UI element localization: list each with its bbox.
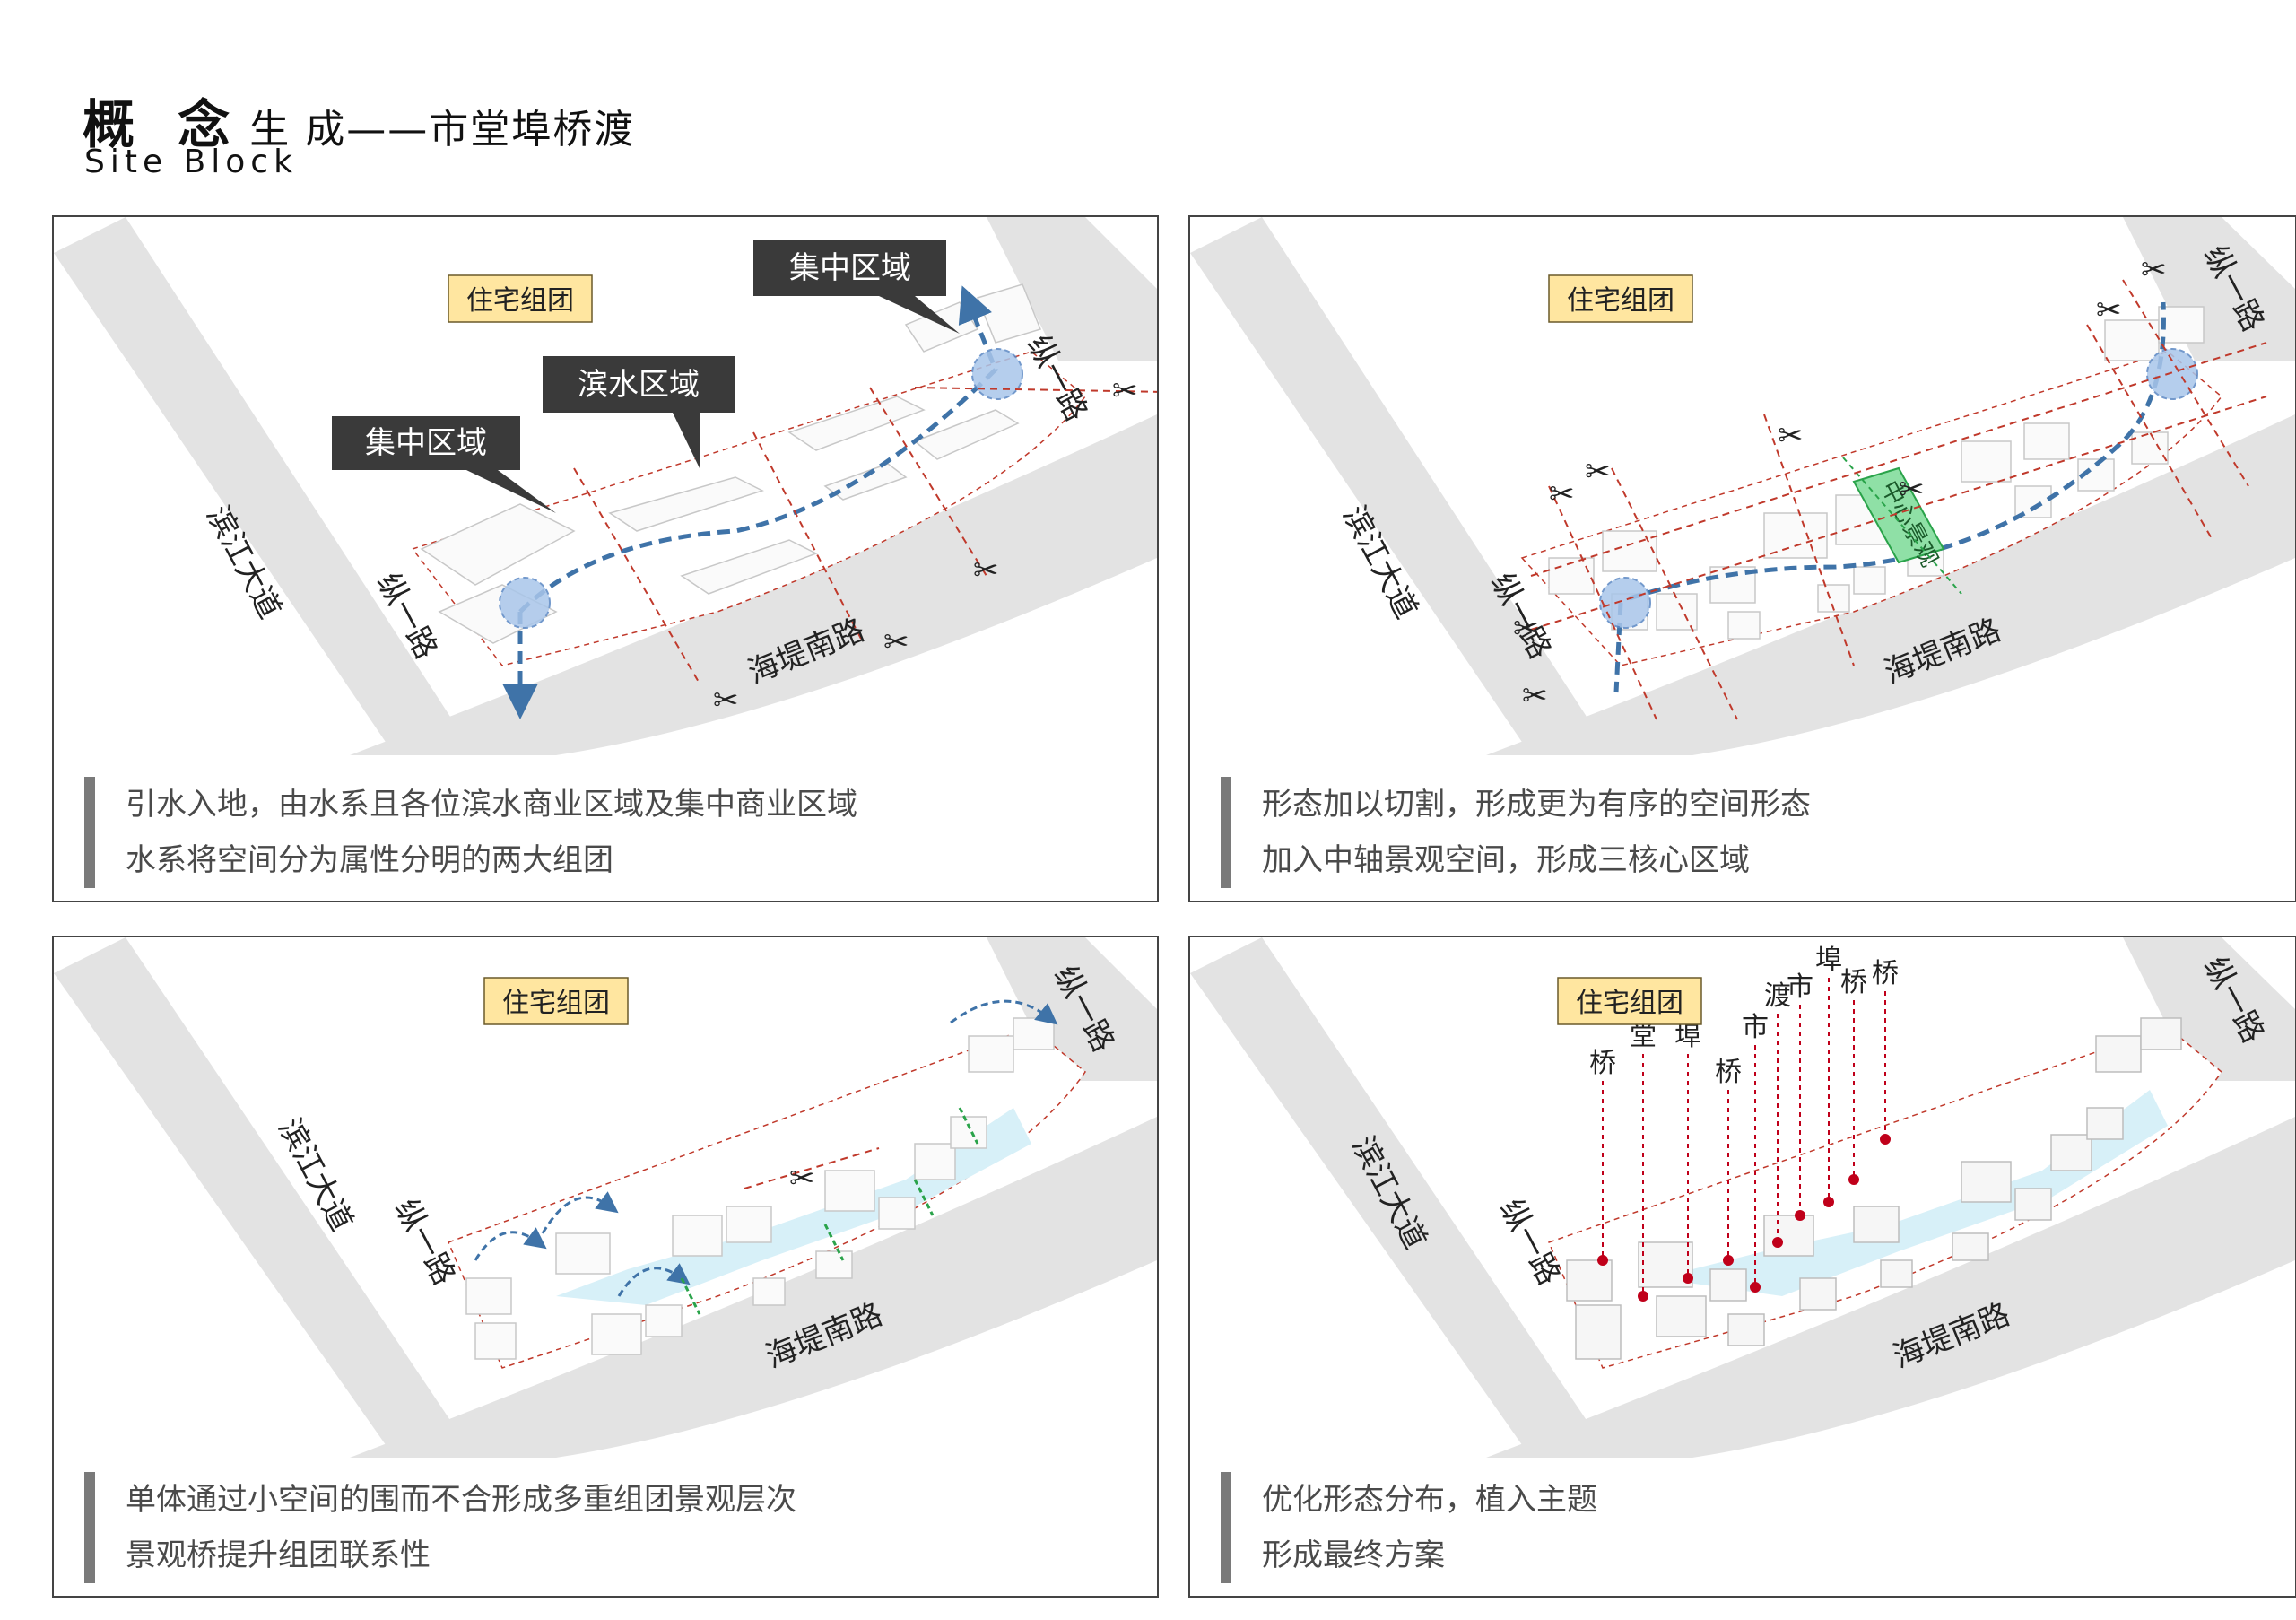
scissors-icon: ✂ ✂ ✂ ✂	[713, 373, 1138, 719]
caption-2: 形态加以切割，形成更为有序的空间形态 加入中轴景观空间，形成三核心区域	[1221, 777, 1811, 888]
svg-text:桥: 桥	[1872, 958, 1899, 989]
svg-text:✂: ✂	[2096, 292, 2122, 328]
svg-text:✂: ✂	[1585, 454, 1611, 490]
title-rest: 生 成——市堂埠桥渡	[249, 107, 636, 152]
caption-3: 单体通过小空间的围而不合形成多重组团景观层次 景观桥提升组团联系性	[84, 1472, 796, 1583]
site-diagram-1: ✂ ✂ ✂ ✂ 滨江大道 纵一路 纵一路 海堤南路 住宅组团 集中区域 滨水区域…	[54, 217, 1157, 755]
svg-text:✂: ✂	[1513, 611, 1539, 647]
buildings	[1566, 1017, 2182, 1360]
label-residential: 住宅组团	[466, 285, 574, 317]
svg-text:滨水区域: 滨水区域	[578, 367, 700, 403]
site-diagram-3: ✂ 滨江大道 纵一路 纵一路 海堤南路 住宅组团	[54, 937, 1157, 1458]
theme-markers: 桥 堂 埠 桥 市 渡 市 埠 桥 桥	[1589, 945, 1899, 1302]
caption-4: 优化形态分布，植入主题 形成最终方案	[1221, 1472, 1597, 1583]
site-boundary	[411, 351, 1087, 666]
svg-text:✂: ✂	[1899, 472, 1925, 508]
svg-text:✂: ✂	[883, 624, 909, 660]
caption-line: 景观桥提升组团联系性	[126, 1537, 430, 1573]
svg-text:埠: 埠	[1815, 945, 1842, 976]
cut-lines	[573, 387, 1157, 684]
caption-line: 优化形态分布，植入主题	[1262, 1482, 1597, 1518]
caption-line: 形成最终方案	[1262, 1537, 1445, 1573]
svg-text:集中区域: 集中区域	[365, 425, 487, 461]
callout-focus-1: 集中区域	[332, 416, 556, 513]
svg-text:桥: 桥	[1589, 1048, 1616, 1079]
svg-text:埠: 埠	[1674, 1021, 1701, 1052]
caption-line: 形态加以切割，形成更为有序的空间形态	[1262, 787, 1811, 823]
svg-text:✂: ✂	[1112, 373, 1138, 409]
page-title: 概 念生 成——市堂埠桥渡	[83, 83, 635, 158]
site-diagram-4: 桥 堂 埠 桥 市 渡 市 埠 桥 桥 滨江大道 纵一路 纵一路 海堤南路 住宅…	[1190, 937, 2295, 1458]
site-diagram-2: 中心景观 ✂✂✂ ✂✂✂ ✂✂ 滨江大道 纵一路 纵一路 海堤南路 住宅组团	[1190, 217, 2295, 755]
svg-text:✂: ✂	[1522, 678, 1548, 714]
svg-text:桥: 桥	[1840, 967, 1867, 998]
caption-1: 引水入地，由水系且各位滨水商业区域及集中商业区域 水系将空间分为属性分明的两大组…	[84, 777, 857, 888]
callout-waterfront: 滨水区域	[543, 356, 735, 468]
caption-line: 水系将空间分为属性分明的两大组团	[126, 842, 613, 878]
svg-text:✂: ✂	[2141, 252, 2167, 288]
subtitle-en: Site Block	[84, 144, 298, 180]
svg-text:✂: ✂	[1549, 476, 1575, 512]
svg-text:✂: ✂	[1778, 418, 1804, 454]
buildings	[465, 1017, 1055, 1360]
label-residential: 住宅组团	[1576, 988, 1683, 1019]
svg-text:集中区域: 集中区域	[789, 250, 911, 286]
label-residential: 住宅组团	[502, 988, 610, 1019]
label-residential: 住宅组团	[1567, 285, 1674, 317]
panel-water-introduction: ✂ ✂ ✂ ✂ 滨江大道 纵一路 纵一路 海堤南路 住宅组团 集中区域 滨水区域…	[52, 215, 1159, 902]
panel-cut-and-axis: 中心景观 ✂✂✂ ✂✂✂ ✂✂ 滨江大道 纵一路 纵一路 海堤南路 住宅组团 形…	[1188, 215, 2296, 902]
water-path	[518, 285, 998, 614]
caption-line: 加入中轴景观空间，形成三核心区域	[1262, 842, 1750, 878]
panel-final-themes: 桥 堂 埠 桥 市 渡 市 埠 桥 桥 滨江大道 纵一路 纵一路 海堤南路 住宅…	[1188, 936, 2296, 1598]
svg-text:渡: 渡	[1764, 980, 1791, 1012]
caption-line: 单体通过小空间的围而不合形成多重组团景观层次	[126, 1482, 796, 1518]
svg-text:堂: 堂	[1630, 1021, 1657, 1052]
svg-text:市: 市	[1787, 971, 1813, 1003]
title-bold: 概 念	[83, 94, 243, 155]
scissors-icon: ✂	[789, 1161, 815, 1197]
callout-focus-2: 集中区域	[753, 240, 960, 334]
svg-text:市: 市	[1742, 1012, 1769, 1043]
road-binjiang	[54, 217, 475, 755]
panel-enclosure: ✂ 滨江大道 纵一路 纵一路 海堤南路 住宅组团 单体通过小空间的围而不合形成多…	[52, 936, 1159, 1598]
svg-text:✂: ✂	[713, 683, 739, 719]
svg-text:桥: 桥	[1715, 1057, 1742, 1088]
scissors-icon: ✂ ✂ ✂ ✂ ✂ ✂ ✂ ✂	[1513, 252, 2167, 714]
caption-line: 引水入地，由水系且各位滨水商业区域及集中商业区域	[126, 787, 857, 823]
road-zong1	[987, 217, 1157, 361]
road-haidi	[350, 414, 1157, 755]
svg-text:✂: ✂	[973, 553, 999, 588]
